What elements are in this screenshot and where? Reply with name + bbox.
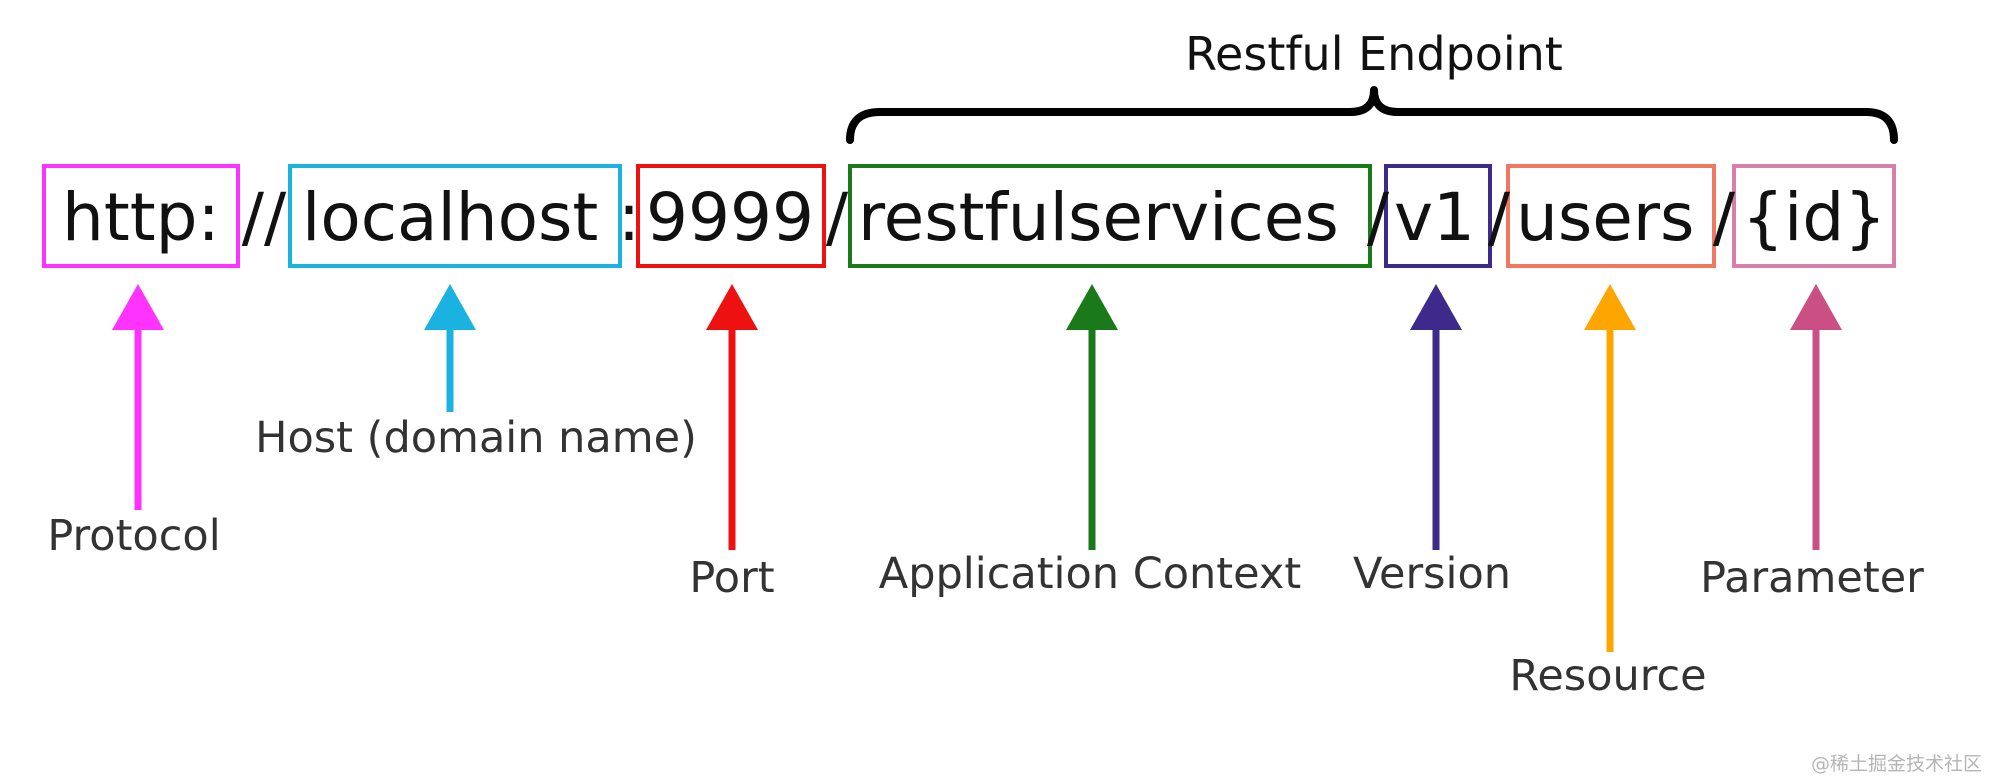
port-box bbox=[636, 164, 826, 268]
label-host: Host (domain name) bbox=[255, 413, 697, 463]
url-context: restfulservices bbox=[858, 179, 1339, 256]
label-port: Port bbox=[689, 553, 774, 603]
url-port: 9999 bbox=[646, 179, 814, 256]
label-resource: Resource bbox=[1509, 651, 1706, 701]
context-arrow bbox=[1066, 284, 1118, 550]
url-separator-port: : bbox=[618, 179, 640, 256]
url-separator-protocol: // bbox=[242, 179, 287, 256]
protocol-box bbox=[42, 164, 240, 268]
url-resource: users bbox=[1516, 179, 1694, 256]
version-arrow bbox=[1410, 284, 1462, 550]
url-version: v1 bbox=[1394, 179, 1475, 256]
watermark: @稀土掘金技术社区 bbox=[1811, 753, 1982, 775]
label-version: Version bbox=[1353, 549, 1511, 599]
url-separator-context: / bbox=[826, 179, 849, 256]
url-protocol: http: bbox=[62, 179, 220, 256]
url-separator-parameter: / bbox=[1713, 179, 1736, 256]
url-host: localhost bbox=[302, 179, 598, 256]
url-separator-resource: / bbox=[1488, 179, 1511, 256]
parameter-box bbox=[1732, 164, 1896, 268]
port-arrow bbox=[706, 284, 758, 550]
label-parameter: Parameter bbox=[1700, 553, 1924, 603]
context-box bbox=[848, 164, 1372, 268]
resource-arrow bbox=[1584, 284, 1636, 652]
host-arrow bbox=[424, 284, 476, 412]
resource-box bbox=[1506, 164, 1716, 268]
endpoint-brace bbox=[846, 86, 1898, 144]
url-parameter: {id} bbox=[1742, 179, 1886, 256]
url-separator-version: / bbox=[1367, 179, 1390, 256]
host-box bbox=[288, 164, 622, 268]
parameter-arrow bbox=[1790, 284, 1842, 550]
label-protocol: Protocol bbox=[47, 511, 220, 561]
protocol-arrow bbox=[112, 284, 164, 510]
version-box bbox=[1384, 164, 1492, 268]
label-context: Application Context bbox=[879, 549, 1301, 599]
diagram-title: Restful Endpoint bbox=[1185, 27, 1563, 81]
